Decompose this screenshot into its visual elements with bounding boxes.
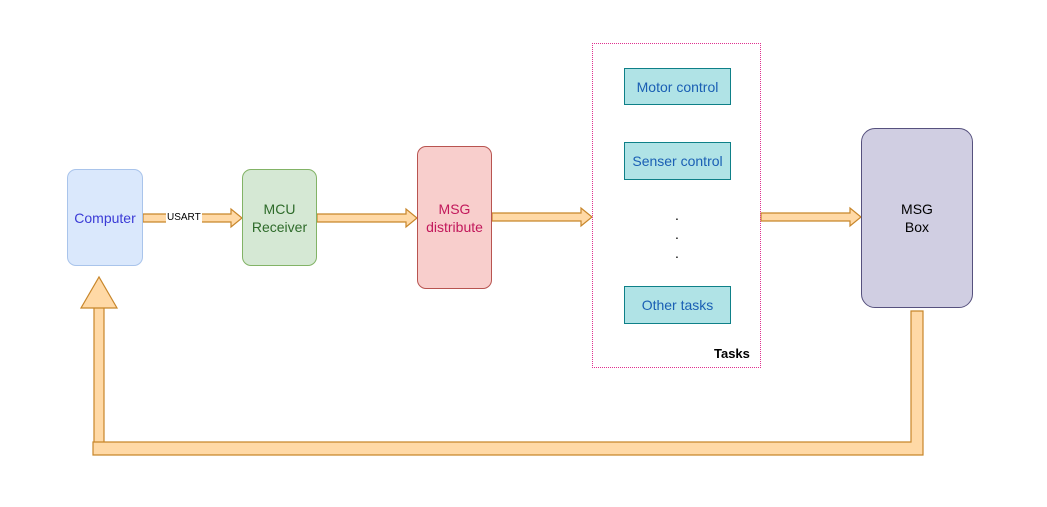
ellipsis-dot: . <box>675 245 679 261</box>
task-other-tasks: Other tasks <box>624 286 731 324</box>
arrow-msg-box-to-computer <box>79 275 924 456</box>
ellipsis-dot: . <box>675 207 679 223</box>
msg-distribute-label: MSG distribute <box>426 200 483 235</box>
computer-node: Computer <box>67 169 143 266</box>
msg-distribute-node: MSG distribute <box>417 146 492 289</box>
arrow-mcu-to-msg-distribute <box>316 207 418 229</box>
mcu-receiver-label: MCU Receiver <box>251 200 308 235</box>
mcu-receiver-node: MCU Receiver <box>242 169 317 266</box>
task-other-tasks-label: Other tasks <box>641 297 714 313</box>
msg-box-label: MSG Box <box>901 201 933 235</box>
usart-edge-label: USART <box>166 212 202 224</box>
ellipsis-dot: . <box>675 226 679 242</box>
tasks-group-title: Tasks <box>714 346 750 361</box>
task-motor-control: Motor control <box>624 68 731 105</box>
tasks-group <box>592 43 761 368</box>
arrow-msg-distribute-to-tasks <box>491 206 593 228</box>
task-motor-control-label: Motor control <box>636 78 719 95</box>
task-senser-control: Senser control <box>624 142 731 180</box>
task-senser-control-label: Senser control <box>632 153 723 169</box>
arrow-tasks-to-msg-box <box>760 206 862 228</box>
msg-box-node: MSG Box <box>861 128 973 308</box>
computer-label: Computer <box>74 209 136 226</box>
